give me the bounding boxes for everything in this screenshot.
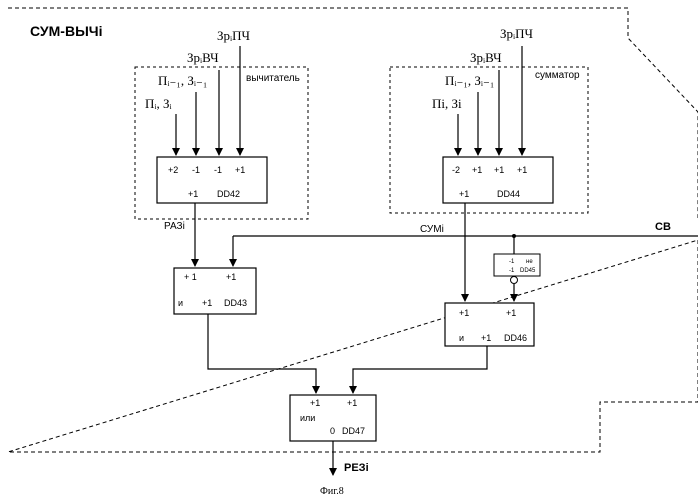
dd47-weight-1: +1 [310, 398, 320, 408]
dd47-name: DD47 [342, 426, 365, 436]
sum-label: СУМi [420, 224, 444, 235]
dd42-weight-2: -1 [192, 165, 200, 175]
diagram-title: СУМ-ВЫЧi [30, 23, 103, 39]
dd43-to-dd47-wire [208, 314, 316, 393]
right-input-4: ЗрᵢПЧ [500, 26, 534, 41]
left-group-label: вычитатель [246, 73, 300, 84]
dd44-weight-3: +1 [494, 165, 504, 175]
dd47-threshold: 0 [330, 426, 335, 436]
raz-label: РАЗi [164, 221, 185, 232]
right-input-1: Пi, Зi [432, 96, 462, 111]
dd44-threshold: +1 [459, 189, 469, 199]
dd42-weight-3: -1 [214, 165, 222, 175]
dd45-name: DD45 [520, 268, 536, 274]
dd47-func: или [300, 413, 315, 423]
block-dd42 [157, 157, 267, 203]
right-input-3: ЗрᵢВЧ [470, 50, 502, 65]
dd43-func: и [178, 298, 183, 308]
dd44-weight-4: +1 [517, 165, 527, 175]
dd46-weight-1: +1 [459, 308, 469, 318]
dd45-threshold: -1 [509, 268, 515, 274]
dd45-weight: -1 [509, 259, 515, 265]
dd45-inversion-bubble [511, 277, 518, 284]
dd44-weight-2: +1 [472, 165, 482, 175]
output-label: РЕЗi [344, 462, 369, 474]
right-group-label: сумматор [535, 70, 580, 81]
dd43-weight-2: +1 [226, 272, 236, 282]
left-input-1: Пᵢ, Зᵢ [145, 96, 173, 111]
dd46-threshold: +1 [481, 333, 491, 343]
dd42-weight-4: +1 [235, 165, 245, 175]
right-input-2: Пᵢ₋₁, Зᵢ₋₁ [445, 73, 494, 88]
dd46-to-dd47-wire [353, 346, 487, 393]
left-input-4: ЗрᵢПЧ [217, 28, 251, 43]
dd46-weight-2: +1 [506, 308, 516, 318]
left-input-2: Пᵢ₋₁, Зᵢ₋₁ [158, 73, 207, 88]
dd43-threshold: +1 [202, 298, 212, 308]
dd43-weight-1: + 1 [184, 272, 197, 282]
dd43-name: DD43 [224, 298, 247, 308]
dd42-threshold: +1 [188, 189, 198, 199]
dd47-weight-2: +1 [347, 398, 357, 408]
left-input-3: ЗрᵢВЧ [187, 50, 219, 65]
dd45-func: не [526, 259, 533, 265]
cb-label: CB [655, 221, 671, 233]
dd46-name: DD46 [504, 333, 527, 343]
dd46-func: и [459, 333, 464, 343]
figure-caption: Фиг.8 [320, 486, 344, 497]
dd44-weight-1: -2 [452, 165, 460, 175]
dd42-weight-1: +2 [168, 165, 178, 175]
dd44-name: DD44 [497, 189, 520, 199]
dd42-name: DD42 [217, 189, 240, 199]
